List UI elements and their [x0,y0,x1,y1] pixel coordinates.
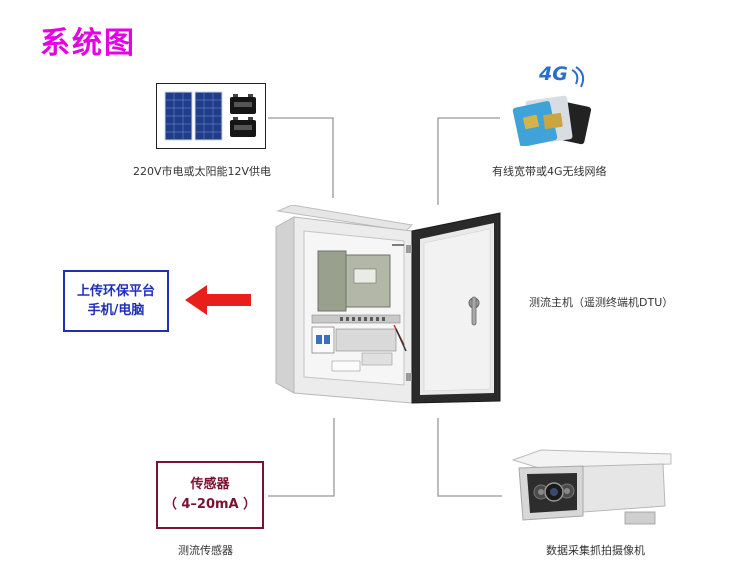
connector-network [437,117,500,205]
connector-sensor [268,418,335,497]
upload-platform-box: 上传环保平台 手机/电脑 [63,270,169,332]
solar-battery-image [156,83,266,149]
sim-card-image [512,66,592,146]
page-title: 系统图 [40,26,136,61]
sensor-box: 传感器 （ 4–20mA ） [156,461,264,529]
sensor-label-line2: （ 4–20mA ） [163,497,257,512]
cabinet-host-image [275,205,501,404]
camera-image [511,449,672,525]
camera-caption: 数据采集抓拍摄像机 [546,544,645,557]
connector-camera [437,418,502,497]
network-caption: 有线宽带或4G无线网络 [492,165,607,178]
host-caption: 测流主机（遥测终端机DTU） [529,296,674,309]
connector-power [268,117,334,198]
platform-label-line2: 手机/电脑 [87,303,145,318]
arrow-left-icon [185,285,251,315]
4g-badge: 4G [539,63,568,85]
sensor-caption: 测流传感器 [178,544,233,557]
power-caption: 220V市电或太阳能12V供电 [133,165,272,178]
platform-label-line1: 上传环保平台 [76,284,155,299]
sensor-label-line1: 传感器 [190,477,230,492]
